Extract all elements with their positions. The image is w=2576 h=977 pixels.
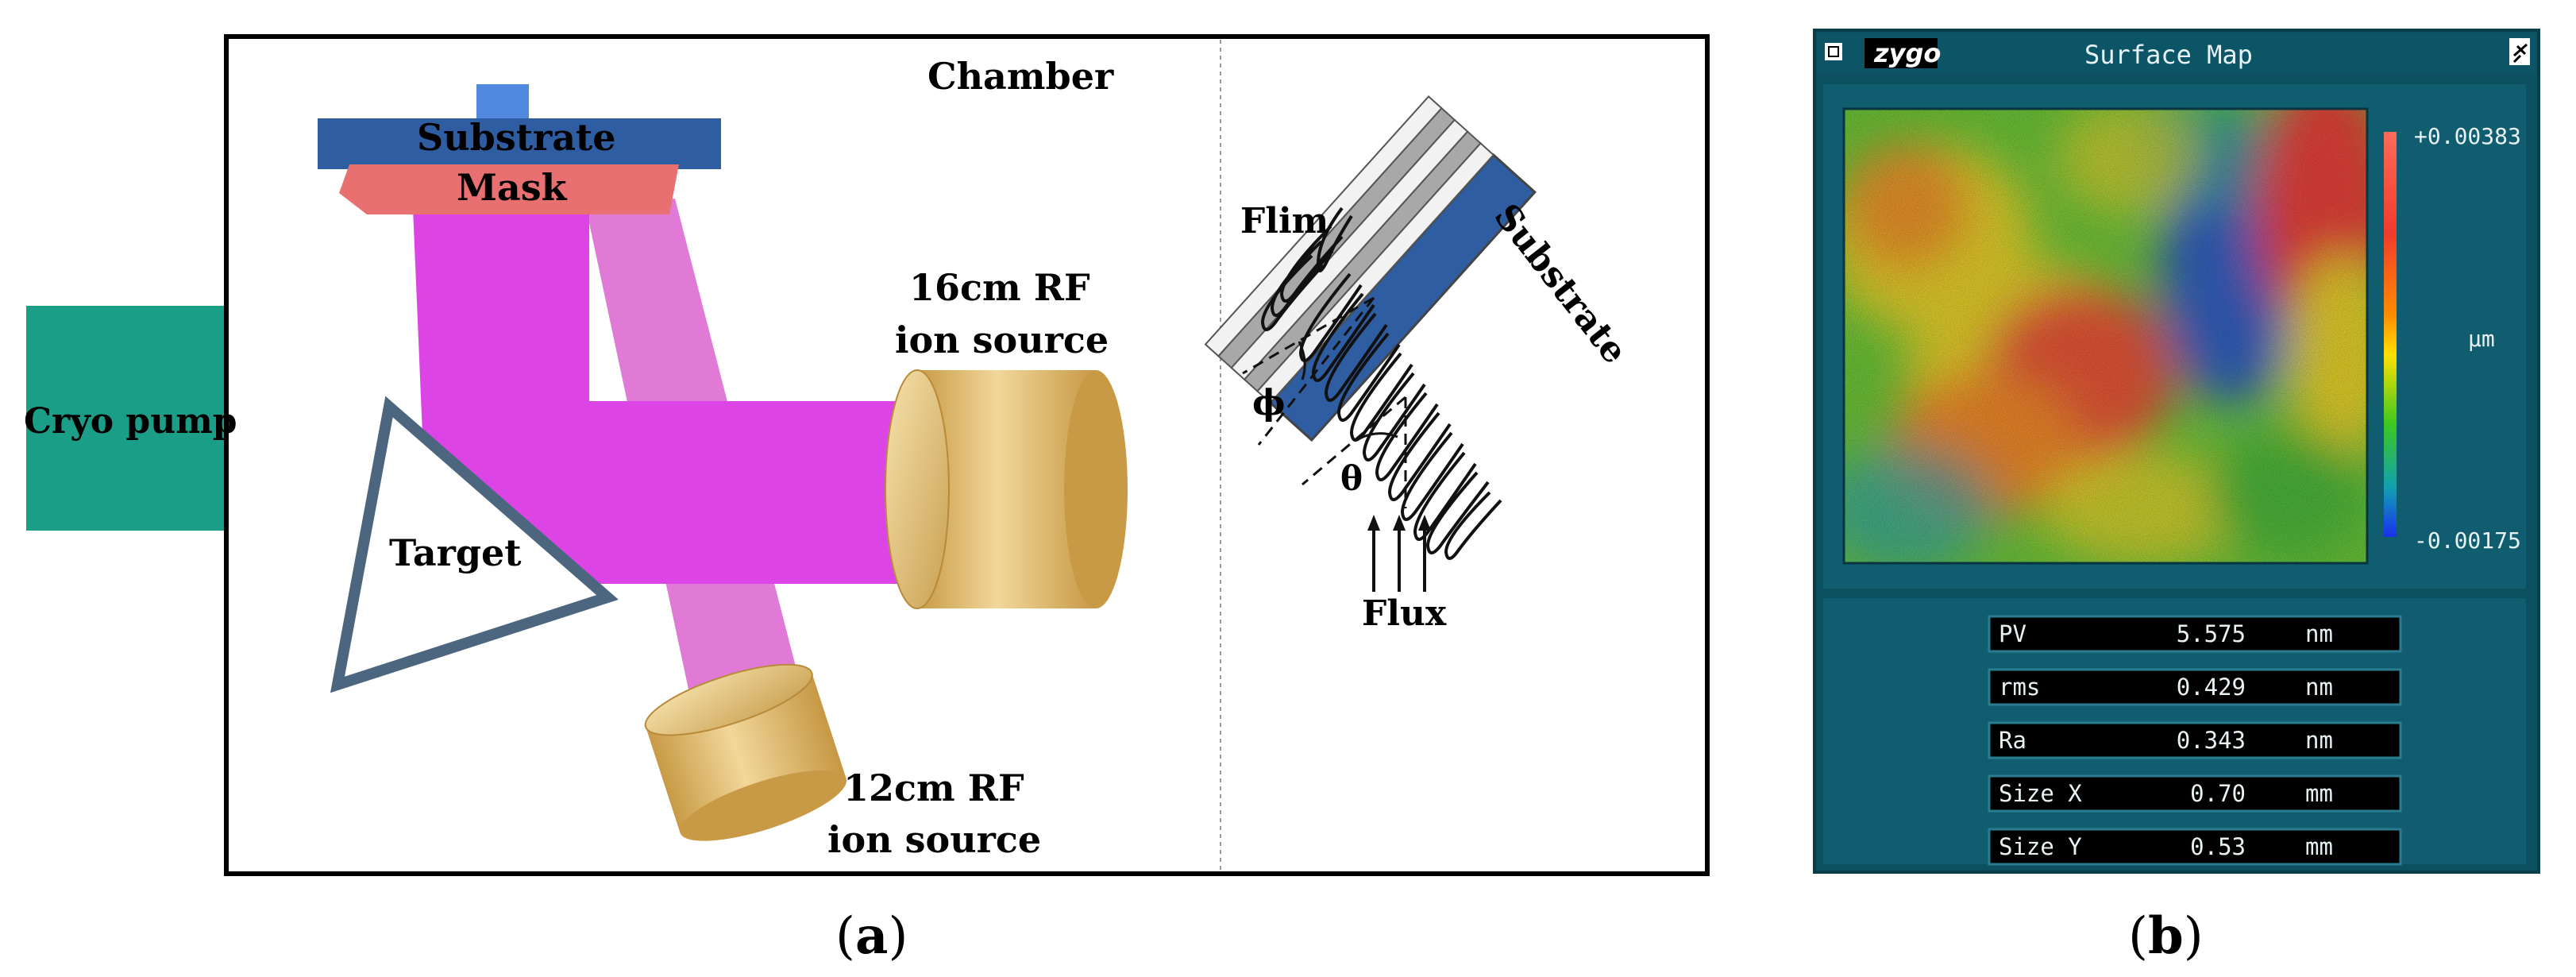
stat-label: Ra: [1999, 727, 2026, 754]
close-box-icon[interactable]: [1825, 43, 1842, 60]
stat-unit: mm: [2305, 833, 2333, 860]
stat-row: PV 5.575 nm: [1988, 615, 2402, 653]
stat-value: 5.575: [2177, 620, 2246, 647]
panel-a: Cryo pump Target Substrate Mask Chamber …: [24, 34, 1710, 966]
theta-line-1: [1301, 396, 1406, 486]
target: [330, 396, 619, 693]
stat-value: 0.70: [2190, 780, 2246, 807]
inset-film-label: Flim: [1240, 201, 1328, 241]
substrate-holder: [476, 84, 529, 121]
substrate-label: Substrate: [417, 116, 616, 159]
inset-phi-label: ϕ: [1252, 383, 1285, 423]
stat-row: Size Y 0.53 mm: [1988, 828, 2402, 866]
phi-arc: [1298, 341, 1306, 380]
stat-row: Ra 0.343 nm: [1988, 721, 2402, 759]
stat-row: Size X 0.70 mm: [1988, 774, 2402, 813]
cryo-pump-label: Cryo pump: [24, 401, 237, 442]
stat-label: Size Y: [1999, 833, 2082, 860]
mask: [339, 164, 679, 214]
stat-label: Size X: [1999, 780, 2082, 807]
window-title: Surface Map: [2084, 40, 2253, 70]
stat-label: rms: [1999, 674, 2040, 701]
stat-value: 0.343: [2177, 727, 2246, 754]
theta-arc: [1357, 432, 1398, 441]
panel-b: zygo Surface Map: [1813, 29, 2540, 966]
flux-arrows: [1372, 524, 1426, 592]
target-label: Target: [389, 531, 522, 574]
source-12-label-line1: 12cm RF: [843, 767, 1024, 809]
stat-value: 0.53: [2190, 833, 2246, 860]
stat-unit: nm: [2305, 620, 2333, 647]
surface-map-border: [1842, 107, 2369, 565]
stat-row: rms 0.429 nm: [1988, 668, 2402, 706]
zygo-logo-text: zygo: [1873, 38, 1941, 68]
colorbar-min: -0.00175: [2414, 527, 2521, 554]
colorbar-unit: µm: [2468, 326, 2495, 352]
ion-beam-primary: [413, 208, 921, 584]
source-16-label-line1: 16cm RF: [909, 266, 1090, 309]
stat-unit: nm: [2305, 674, 2333, 701]
phi-line-1: [1242, 296, 1375, 375]
source-16-label-line2: ion source: [895, 319, 1109, 361]
inset-theta-label: θ: [1340, 459, 1363, 498]
phi-line-2: [1257, 297, 1375, 446]
surface-map: [1844, 109, 2367, 563]
zygo-logo: [1865, 38, 1938, 68]
inset-flux-label: Flux: [1362, 593, 1447, 634]
pin-icon[interactable]: [2509, 38, 2530, 65]
colorbar: [2384, 132, 2397, 537]
rf-source-12cm: [644, 663, 847, 841]
caption-a: (a): [835, 906, 908, 966]
caption-b: (b): [2128, 906, 2204, 966]
stat-unit: nm: [2305, 727, 2333, 754]
chamber-label: Chamber: [927, 55, 1114, 98]
stat-value: 0.429: [2177, 674, 2246, 701]
colorbar-max: +0.00383: [2414, 123, 2521, 149]
substrate: [318, 118, 721, 169]
cryo-pump: [26, 306, 226, 531]
stat-unit: mm: [2305, 780, 2333, 807]
source-12-label-line2: ion source: [827, 818, 1041, 861]
rf-source-16cm: [885, 369, 1128, 609]
stat-label: PV: [1999, 620, 2026, 647]
mask-label: Mask: [457, 166, 568, 209]
